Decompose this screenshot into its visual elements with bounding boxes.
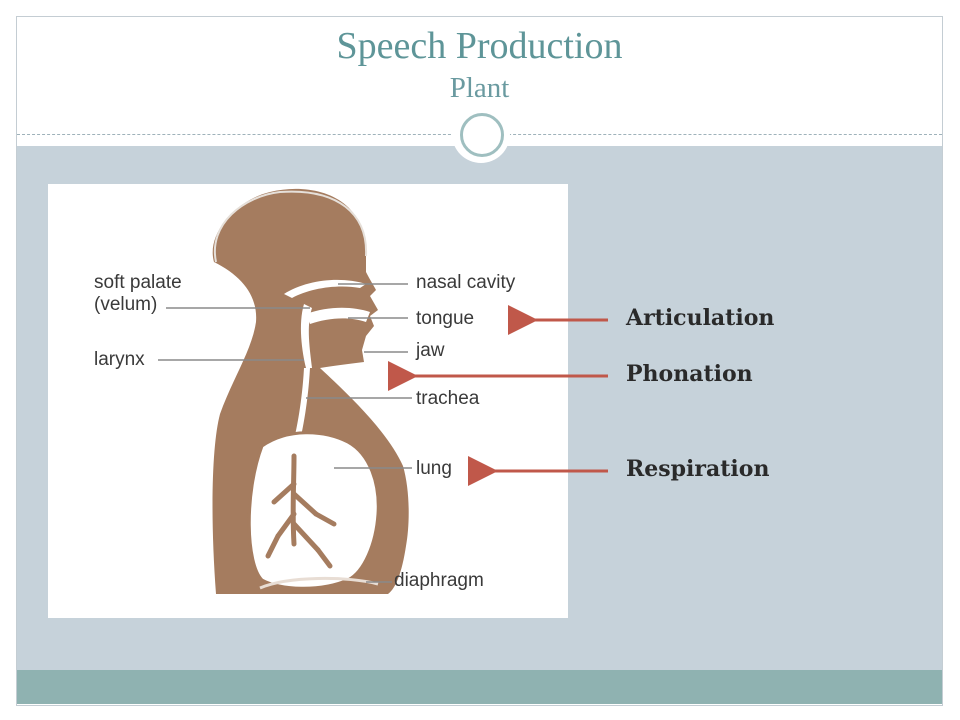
label-lung: lung [416, 458, 452, 479]
bronchial-tree [265, 453, 337, 569]
medallion-ring-icon [460, 113, 504, 157]
slide-frame [16, 16, 943, 706]
label-nasal-cavity: nasal cavity [416, 272, 516, 293]
process-label-respiration: Respiration [626, 456, 770, 482]
label-velum: (velum) [94, 294, 157, 315]
pharynx-airway [300, 304, 312, 368]
slide-subtitle: Plant [449, 72, 510, 104]
label-jaw: jaw [415, 340, 445, 361]
footer-band [17, 670, 942, 704]
oral-cavity-shape [306, 307, 370, 324]
label-diaphragm: diaphragm [394, 570, 484, 591]
anatomy-diagram: soft palate (velum) larynx nasal cavity … [48, 184, 568, 618]
process-label-phonation: Phonation [626, 361, 753, 387]
label-tongue: tongue [416, 308, 474, 329]
label-trachea: trachea [416, 388, 480, 409]
label-soft-palate: soft palate [94, 272, 182, 293]
trachea-shape [290, 368, 310, 456]
label-larynx: larynx [94, 349, 145, 370]
process-label-articulation: Articulation [626, 305, 775, 331]
slide-title: Speech Production [336, 25, 623, 67]
